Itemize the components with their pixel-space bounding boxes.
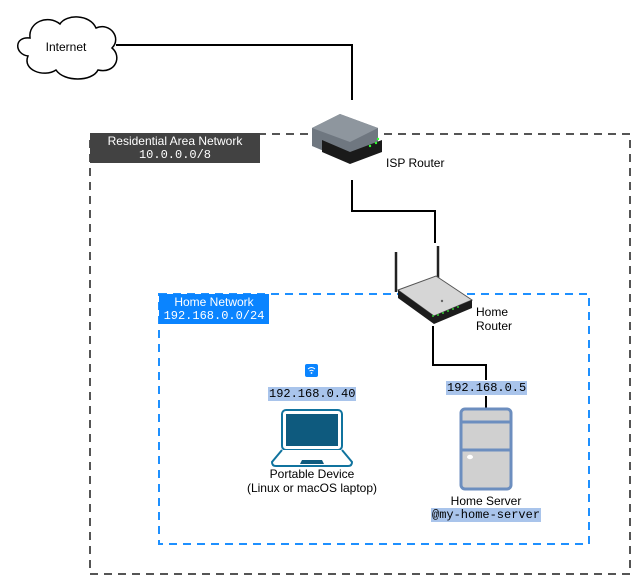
home-zone-tag: Home Network 192.168.0.0/24	[159, 294, 269, 324]
wifi-icon	[305, 364, 318, 377]
portable-device-label-line1: Portable Device	[269, 467, 355, 481]
isp-router-label: ISP Router	[386, 156, 445, 170]
portable-device-ip: 192.168.0.40	[268, 387, 357, 401]
residential-zone-border	[89, 133, 631, 575]
internet-label: Internet	[45, 40, 87, 54]
portable-device-label-line2: (Linux or macOS laptop)	[246, 481, 378, 495]
edge-home-router-server-a	[432, 326, 487, 380]
server-tower-icon	[459, 407, 513, 491]
residential-zone-tag: Residential Area Network 10.0.0.0/8	[90, 133, 260, 163]
isp-router-icon	[312, 114, 382, 164]
home-zone-title: Home Network	[174, 295, 254, 309]
home-router-label-line2: Router	[476, 319, 513, 333]
home-server-ip: 192.168.0.5	[446, 381, 528, 395]
laptop-icon	[270, 409, 354, 467]
portable-device-label: Portable Device (Linux or macOS laptop)	[232, 467, 392, 495]
home-zone-cidr: 192.168.0.0/24	[163, 309, 265, 323]
home-server-label: Home Server	[450, 494, 522, 508]
residential-zone-title: Residential Area Network	[107, 134, 243, 148]
edge-isp-home-router	[351, 180, 436, 243]
home-server-hostname: @my-home-server	[431, 508, 542, 522]
home-router-label: Home Router	[476, 305, 512, 333]
home-zone-border	[158, 293, 590, 545]
home-router-label-line1: Home	[476, 305, 509, 319]
cloud-icon	[17, 16, 118, 80]
edge-internet-isp	[116, 44, 353, 100]
residential-zone-cidr: 10.0.0.0/8	[138, 148, 211, 162]
wireless-router-icon	[394, 246, 474, 324]
